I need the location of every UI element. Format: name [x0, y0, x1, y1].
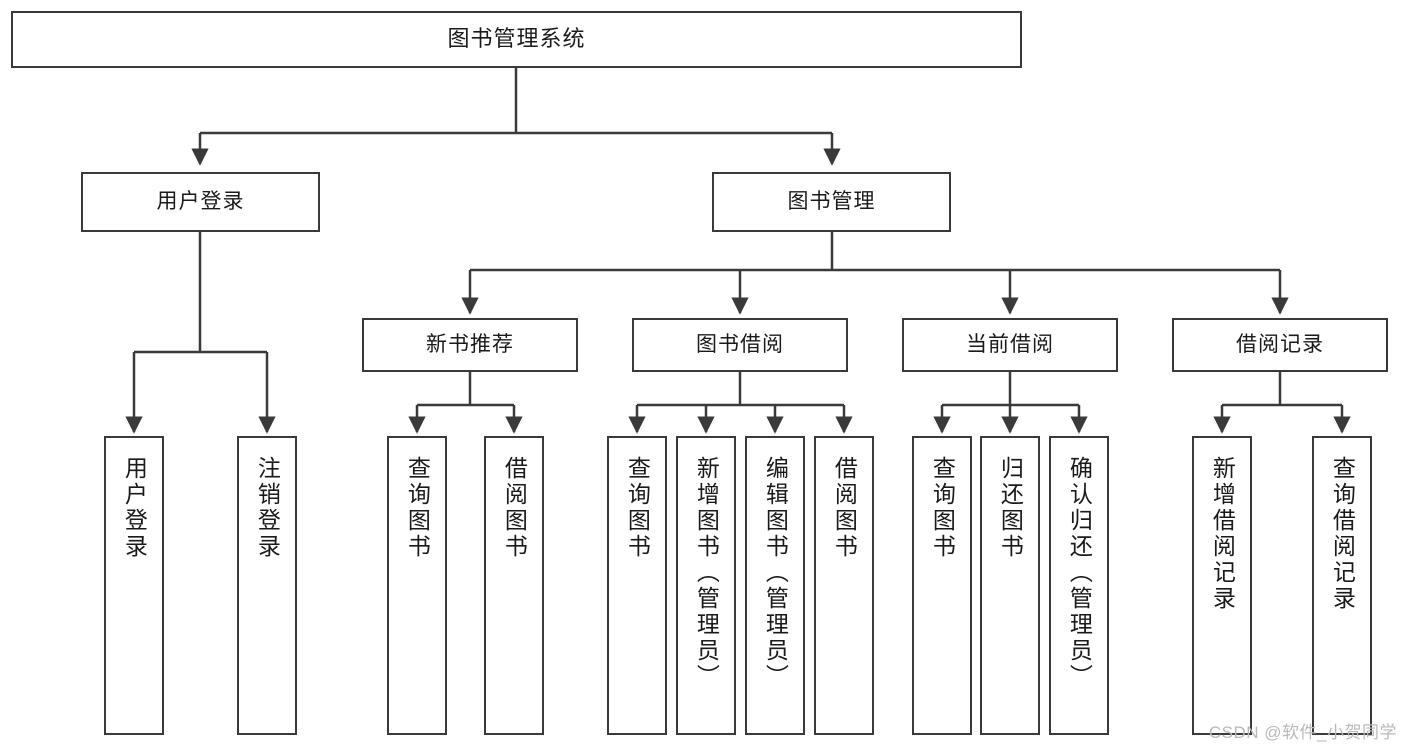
leaf-label: 查询图书 [624, 456, 651, 560]
leaf-label: 新增借阅记录 [1209, 456, 1236, 612]
node-label: 新书推荐 [426, 333, 514, 357]
leaf-current-confirm-return[interactable]: 确认归还（管理员） [1049, 436, 1109, 735]
node-current-borrow[interactable]: 当前借阅 [902, 318, 1118, 372]
node-label: 当前借阅 [966, 333, 1054, 357]
leaf-borrow-add-book[interactable]: 新增图书（管理员） [676, 436, 736, 735]
leaf-borrow-query[interactable]: 查询图书 [607, 436, 667, 735]
node-book-borrow[interactable]: 图书借阅 [632, 318, 848, 372]
leaf-records-add[interactable]: 新增借阅记录 [1192, 436, 1252, 735]
leaf-label: 确认归还（管理员） [1066, 456, 1093, 690]
leaf-label: 查询图书 [929, 456, 956, 560]
leaf-label: 查询借阅记录 [1329, 456, 1356, 612]
leaf-current-return[interactable]: 归还图书 [980, 436, 1040, 735]
leaf-label: 查询图书 [404, 456, 431, 560]
node-label: 图书管理 [787, 190, 876, 214]
leaf-label: 新增图书（管理员） [693, 456, 720, 690]
node-label: 用户登录 [156, 190, 245, 214]
node-root-system[interactable]: 图书管理系统 [11, 11, 1022, 68]
leaf-borrow-borrow-book[interactable]: 借阅图书 [814, 436, 874, 735]
node-label: 图书借阅 [696, 333, 784, 357]
leaf-records-query[interactable]: 查询借阅记录 [1312, 436, 1372, 735]
node-book-management[interactable]: 图书管理 [712, 172, 951, 232]
node-user-login[interactable]: 用户登录 [81, 172, 320, 232]
watermark-text: CSDN @软件_小贺同学 [1208, 723, 1397, 742]
node-new-book-recommend[interactable]: 新书推荐 [362, 318, 578, 372]
leaf-label: 编辑图书（管理员） [762, 456, 789, 690]
leaf-new-book-query[interactable]: 查询图书 [387, 436, 447, 735]
node-label: 图书管理系统 [447, 26, 586, 52]
leaf-user-login-login[interactable]: 用户登录 [104, 436, 164, 735]
node-borrow-records[interactable]: 借阅记录 [1172, 318, 1388, 372]
leaf-label: 用户登录 [121, 456, 148, 560]
leaf-new-book-borrow[interactable]: 借阅图书 [484, 436, 544, 735]
leaf-current-query[interactable]: 查询图书 [912, 436, 972, 735]
leaf-label: 注销登录 [254, 456, 281, 560]
leaf-borrow-edit-book[interactable]: 编辑图书（管理员） [745, 436, 805, 735]
leaf-label: 借阅图书 [501, 456, 528, 560]
leaf-label: 归还图书 [997, 456, 1024, 560]
leaf-user-login-logout[interactable]: 注销登录 [237, 436, 297, 735]
node-label: 借阅记录 [1236, 333, 1324, 357]
leaf-label: 借阅图书 [831, 456, 858, 560]
